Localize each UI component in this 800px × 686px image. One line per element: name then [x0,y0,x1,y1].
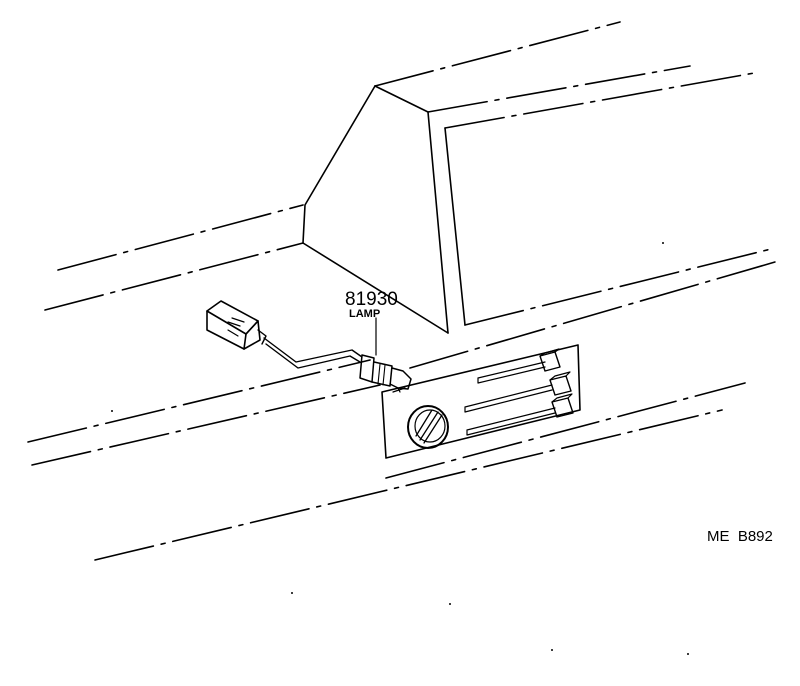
fan-dial-knob [407,405,449,449]
lever-knob-top [539,348,561,372]
lamp-assembly [206,300,412,393]
dashboard-outline [27,21,776,561]
part-number-label: 81930 [345,289,398,310]
lamp-bulb-socket [359,354,412,393]
lever-knob-middle [549,371,572,396]
lever-knob-bottom [551,393,574,418]
figure-code-label: ME B892 [707,528,773,545]
lamp-connector [206,300,267,350]
scan-specks [111,242,689,655]
heater-control-panel [381,344,581,459]
part-name-label: LAMP [349,308,380,320]
lamp-wire [263,337,363,369]
